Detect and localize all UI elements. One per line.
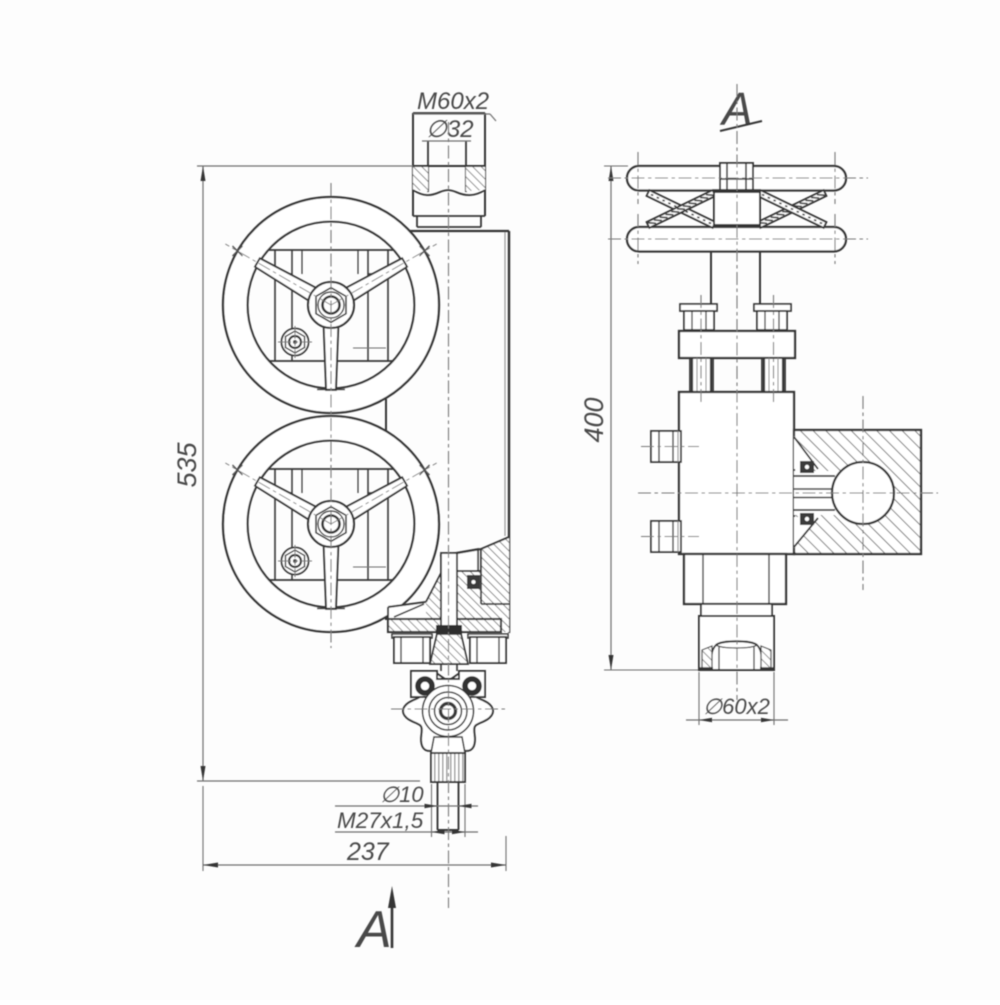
svg-text:400: 400 — [579, 397, 609, 442]
svg-text:∅32: ∅32 — [426, 116, 474, 143]
svg-text:535: 535 — [172, 441, 202, 487]
svg-text:М27х1,5: М27х1,5 — [337, 808, 424, 833]
svg-text:∅10: ∅10 — [380, 782, 424, 807]
svg-text:∅60х2: ∅60х2 — [703, 694, 770, 719]
svg-text:237: 237 — [346, 838, 390, 866]
svg-text:М60х2: М60х2 — [417, 88, 489, 115]
svg-text:А: А — [354, 901, 392, 959]
